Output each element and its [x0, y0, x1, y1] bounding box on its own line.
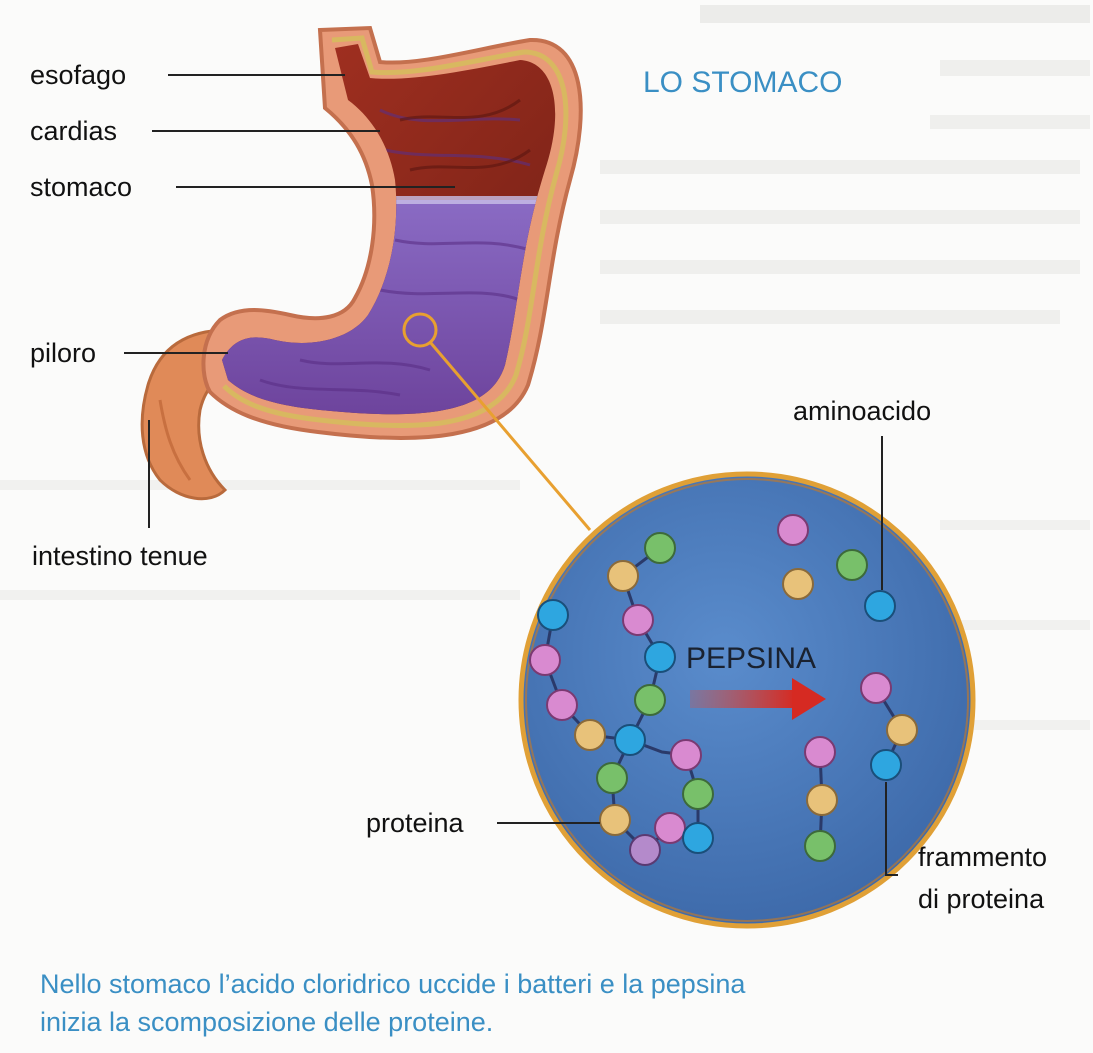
amino-acid-bead	[596, 762, 628, 794]
amino-acid-bead	[599, 804, 631, 836]
amino-acid-bead	[614, 724, 646, 756]
amino-acid-bead	[804, 830, 836, 862]
amino-acid-bead	[864, 590, 896, 622]
label-proteina: proteina	[366, 808, 465, 838]
amino-acid-bead	[886, 714, 918, 746]
amino-acid-bead	[806, 784, 838, 816]
amino-acid-bead	[529, 644, 561, 676]
label-stomaco: stomaco	[30, 172, 132, 202]
background-text	[0, 5, 1090, 730]
label-aminoacido: aminoacido	[793, 396, 931, 426]
amino-acid-bead	[574, 719, 606, 751]
amino-acid-bead	[644, 532, 676, 564]
stomach-illustration	[140, 25, 583, 501]
amino-acid-bead	[804, 736, 836, 768]
reaction-arrow	[690, 678, 826, 720]
label-cardias: cardias	[30, 116, 117, 146]
amino-acid-bead	[644, 641, 676, 673]
stomach-labels: esofago cardias stomaco piloro intestino…	[30, 60, 455, 571]
amino-acid-bead	[777, 514, 809, 546]
amino-acid-bead	[537, 599, 569, 631]
amino-acid-bead	[670, 739, 702, 771]
magnified-spot	[402, 312, 438, 348]
amino-acid-bead	[782, 568, 814, 600]
enzyme-label: PEPSINA	[686, 642, 816, 675]
amino-acid-bead	[870, 749, 902, 781]
caption-line-2: inizia la scomposizione delle proteine.	[40, 1007, 494, 1037]
amino-acid-bead	[634, 684, 666, 716]
amino-acid-bead	[860, 672, 892, 704]
page-title: LO STOMACO	[643, 66, 842, 99]
label-frammento-line2: di proteina	[918, 884, 1045, 914]
amino-acid-bead	[629, 834, 661, 866]
amino-acid-bead	[682, 822, 714, 854]
magnifier-labels: aminoacido proteina frammento di protein…	[366, 396, 1047, 914]
amino-acid-bead	[546, 689, 578, 721]
label-piloro: piloro	[30, 338, 96, 368]
amino-acid-bead	[622, 604, 654, 636]
caption-line-1: Nello stomaco l’acido cloridrico uccide …	[40, 969, 746, 999]
amino-acid-beads	[529, 514, 918, 866]
label-esofago: esofago	[30, 60, 126, 90]
figure-caption: Nello stomaco l’acido cloridrico uccide …	[40, 965, 1060, 1041]
zoom-connector	[428, 341, 592, 531]
label-intestino-tenue: intestino tenue	[32, 541, 208, 571]
amino-acid-bead	[682, 778, 714, 810]
amino-acid-bead	[607, 560, 639, 592]
label-frammento-line1: frammento	[918, 842, 1047, 872]
amino-acid-bead	[654, 812, 686, 844]
amino-acid-bead	[836, 549, 868, 581]
